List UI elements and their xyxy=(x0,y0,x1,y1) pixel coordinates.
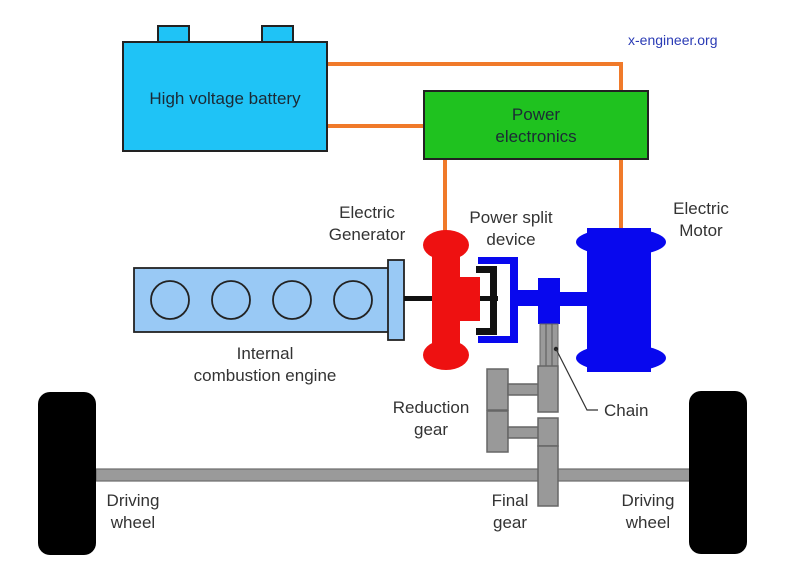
watermark: x-engineer.org xyxy=(628,32,718,48)
battery-body xyxy=(122,41,328,152)
chain-label: Chain xyxy=(604,401,648,420)
reduction-gear: Reduction gear xyxy=(393,365,559,453)
generator-label-line2: Generator xyxy=(329,225,406,244)
reduction-gear-pinion xyxy=(537,417,559,447)
reduction-gear-label-line2: gear xyxy=(414,420,448,439)
chain: Chain xyxy=(539,323,648,420)
generator-label-line1: Electric xyxy=(339,203,395,222)
ring-gear xyxy=(478,257,545,343)
right-wheel-tyre xyxy=(689,391,747,554)
battery-terminal-right xyxy=(261,25,294,44)
engine-cylinder-2 xyxy=(211,280,251,320)
drive-axle xyxy=(95,468,691,482)
engine-flywheel xyxy=(387,259,405,341)
engine-label-line1: Internal xyxy=(237,344,294,363)
power-electronics: Power electronics xyxy=(423,90,649,160)
power-electronics-label-line1: Power xyxy=(512,105,561,124)
motor-label-line2: Motor xyxy=(679,221,723,240)
engine-cylinder-3 xyxy=(272,280,312,320)
sprocket xyxy=(538,278,560,324)
engine-cylinder-4 xyxy=(333,280,373,320)
reduction-gear-upper-shaft xyxy=(507,383,541,396)
chain-strand xyxy=(539,323,559,367)
right-wheel-label-line1: Driving xyxy=(622,491,675,510)
reduction-gear-lower-left xyxy=(486,410,509,453)
generator-body xyxy=(432,238,460,363)
final-gear-label-line1: Final xyxy=(492,491,529,510)
reduction-gear-upper-left xyxy=(486,368,509,411)
hv-wiring xyxy=(325,62,623,232)
chain-pointer-line xyxy=(555,348,598,411)
electric-motor: Electric Motor xyxy=(576,199,729,372)
power-split-label-line2: device xyxy=(486,230,535,249)
motor-label-line1: Electric xyxy=(673,199,729,218)
engine-label-line2: combustion engine xyxy=(194,366,337,385)
battery-terminal-left xyxy=(157,25,190,44)
final-gear-label-line2: gear xyxy=(493,513,527,532)
high-voltage-battery: High voltage battery xyxy=(122,25,328,152)
power-split-label-line1: Power split xyxy=(469,208,552,227)
wire-battery-to-motor xyxy=(325,62,623,92)
left-wheel-label-line1: Driving xyxy=(107,491,160,510)
right-wheel-label-line2: wheel xyxy=(625,513,670,532)
engine-cylinder-1 xyxy=(150,280,190,320)
right-driving-wheel: Driving wheel xyxy=(622,391,747,554)
left-wheel-tyre xyxy=(38,392,96,555)
motor-body xyxy=(587,228,651,372)
reduction-gear-driven xyxy=(537,365,559,413)
battery-label: High voltage battery xyxy=(149,89,301,108)
engine-block xyxy=(133,267,390,333)
final-gear-wheel xyxy=(537,445,559,507)
power-electronics-box xyxy=(423,90,649,160)
final-gear: Final gear xyxy=(492,445,559,532)
power-electronics-label-line2: electronics xyxy=(495,127,576,146)
planet-carrier xyxy=(476,266,497,335)
reduction-gear-label-line1: Reduction xyxy=(393,398,470,417)
internal-combustion-engine: Internal combustion engine xyxy=(133,259,405,385)
left-driving-wheel: Driving wheel xyxy=(38,392,159,555)
power-split-device: Power split device xyxy=(469,208,560,343)
generator-hub xyxy=(460,277,480,321)
left-wheel-label-line2: wheel xyxy=(110,513,155,532)
reduction-gear-lower-shaft xyxy=(507,426,541,439)
electric-generator xyxy=(423,230,480,370)
